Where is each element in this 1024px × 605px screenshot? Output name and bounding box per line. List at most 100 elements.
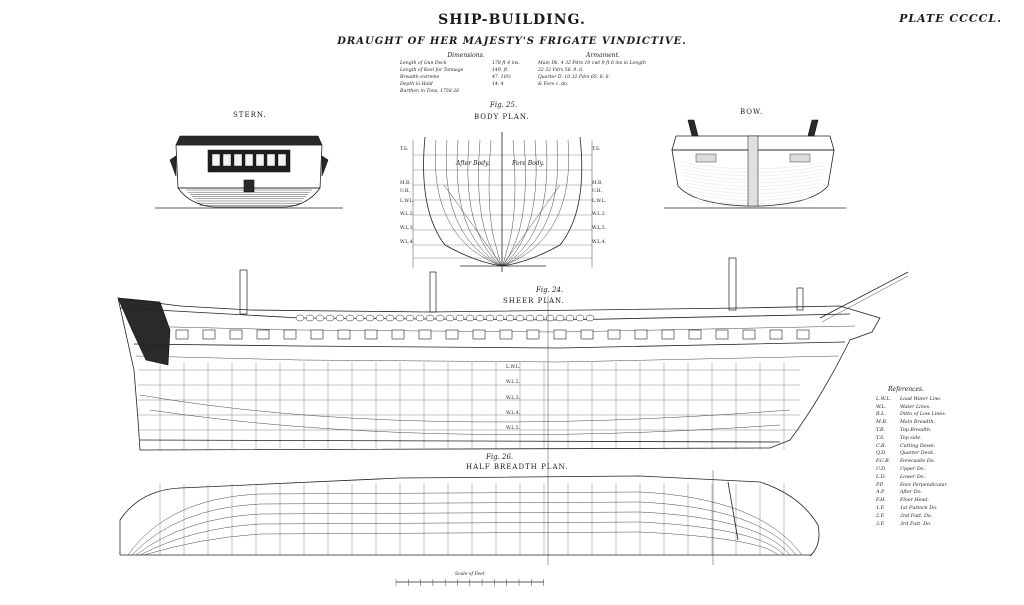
reference-text: Lower Do.	[900, 474, 926, 480]
reference-item: L.W.L.Load Water Line.	[876, 396, 1016, 404]
reference-text: Floor Head.	[900, 498, 929, 504]
deck-gun	[445, 314, 455, 322]
stern-window	[244, 153, 254, 167]
bow-view	[664, 119, 846, 209]
reference-key: 3.F.	[876, 521, 885, 527]
draught-subtitle: DRAUGHT OF HER MAJESTY'S FRIGATE VINDICT…	[337, 36, 687, 47]
waterline-mark: W.L.2.	[592, 212, 606, 217]
waterline-mark: M.B.	[400, 181, 411, 186]
armament-rows: Main Dk. 4 32 Pdrs 10 cwt 9 ft 6 ins in …	[538, 60, 668, 88]
reference-key: L.W.L.	[876, 396, 892, 402]
deck-gun	[425, 314, 435, 322]
sheer-plan	[117, 257, 909, 470]
reference-item: C.R. Cutting Down.	[876, 443, 1016, 451]
half-breadth-plan	[119, 470, 820, 565]
gunport	[526, 329, 540, 340]
reference-item: 2.F.2nd Futt. Do.	[876, 513, 1016, 521]
fore-body-section	[501, 139, 516, 267]
reference-key: Q.D.	[876, 451, 887, 457]
gunport	[337, 329, 351, 340]
waterline-mark: W.L.3.	[592, 226, 606, 231]
deck-gun	[565, 314, 575, 322]
gunport	[661, 329, 675, 340]
reference-item: 1.F.1st Futtock Do.	[876, 505, 1016, 513]
reference-key: U.D.	[876, 466, 887, 472]
gunport	[418, 329, 432, 340]
reference-text: Quarter Deck.	[900, 451, 935, 457]
reference-item: L.D.Lower Do.	[876, 474, 1016, 482]
waterline-mark: L.W.L.	[400, 199, 415, 204]
fore-body-label: Fore Body.	[512, 160, 545, 167]
reference-item: R.L.Ditto of Low Lines.	[876, 411, 1016, 419]
reference-key: C.R.	[876, 443, 887, 449]
reference-text: Top Breadth.	[900, 427, 932, 433]
reference-text: 2nd Futt. Do.	[900, 513, 933, 519]
half-breadth-line	[139, 521, 785, 556]
waterline-mark: W.L.5.	[506, 426, 520, 431]
gunport	[472, 329, 486, 340]
waterline-mark: W.L.2.	[400, 212, 414, 217]
fore-body-section	[501, 139, 526, 267]
stern-label: STERN.	[233, 111, 267, 119]
body-plan-caption: BODY PLAN.	[474, 113, 530, 121]
reference-text: Cutting Down.	[900, 443, 936, 449]
after-body-section	[488, 139, 503, 267]
reference-key: 1.F.	[876, 505, 885, 511]
reference-item: U.D. Upper Do.	[876, 466, 1016, 474]
deck-gun	[495, 314, 505, 322]
reference-item: W.L.Water Lines.	[876, 404, 1016, 412]
references-rows: L.W.L.Load Water Line.W.L.Water Lines.R.…	[876, 396, 1016, 529]
reference-key: A.P.	[876, 490, 885, 496]
gunport	[553, 329, 567, 340]
reference-text: Top side.	[900, 435, 922, 441]
after-body-section	[456, 139, 503, 267]
dimension-value: 178 ft 4 ins.	[492, 61, 520, 66]
deck-gun	[525, 314, 535, 322]
gunport	[499, 329, 513, 340]
reference-item: F.H.Floor Head.	[876, 497, 1016, 505]
gunport	[742, 329, 756, 340]
reference-text: Upper Do.	[900, 466, 926, 472]
references-heading: References.	[888, 386, 925, 393]
deck-gun	[555, 314, 565, 322]
body-plan	[412, 132, 593, 272]
gunport	[391, 329, 405, 340]
half-breadth-line	[135, 511, 791, 556]
scale-bar	[395, 579, 544, 586]
reference-text: Fore Perpendicular.	[900, 482, 948, 488]
gunport	[796, 329, 810, 340]
deck-gun	[405, 314, 415, 322]
gunport	[175, 329, 189, 340]
bow-plank-line	[690, 200, 816, 208]
deck-gun	[465, 314, 475, 322]
deck-gun	[325, 314, 335, 322]
waterline-mark: W.L.4.	[592, 240, 606, 245]
waterline-mark: W.L.4.	[400, 240, 414, 245]
stern-window	[211, 153, 221, 167]
waterline-mark: U.H.	[592, 189, 603, 194]
armament-table: Armament. Main Dk. 4 32 Pdrs 10 cwt 9 ft…	[538, 52, 668, 88]
reference-text: Forecastle Do.	[900, 459, 936, 465]
after-body-section	[478, 139, 503, 267]
reference-item: T.B.Top Breadth.	[876, 427, 1016, 435]
half-breadth-line	[143, 531, 779, 556]
deck-gun	[575, 314, 585, 322]
reference-key: R.L.	[876, 412, 886, 418]
dimension-label: Depth in Hold	[400, 82, 433, 87]
after-body-label: After Body.	[456, 160, 490, 167]
waterline-mark: T.S.	[592, 147, 601, 152]
reference-item: A.P.After Do.	[876, 489, 1016, 497]
gunport	[634, 329, 648, 340]
plate-title: SHIP-BUILDING.	[438, 12, 586, 28]
half-breadth-caption: HALF BREADTH PLAN.	[466, 463, 569, 471]
armament-row: Quarter D. 10 32 Pdrs 65. 8. 6.	[538, 75, 610, 80]
waterline-mark: L.W.L.	[506, 365, 521, 370]
waterline-mark: W.L.3.	[400, 226, 414, 231]
waterline-mark: W.L.2.	[506, 380, 520, 385]
stern-window	[277, 153, 287, 167]
